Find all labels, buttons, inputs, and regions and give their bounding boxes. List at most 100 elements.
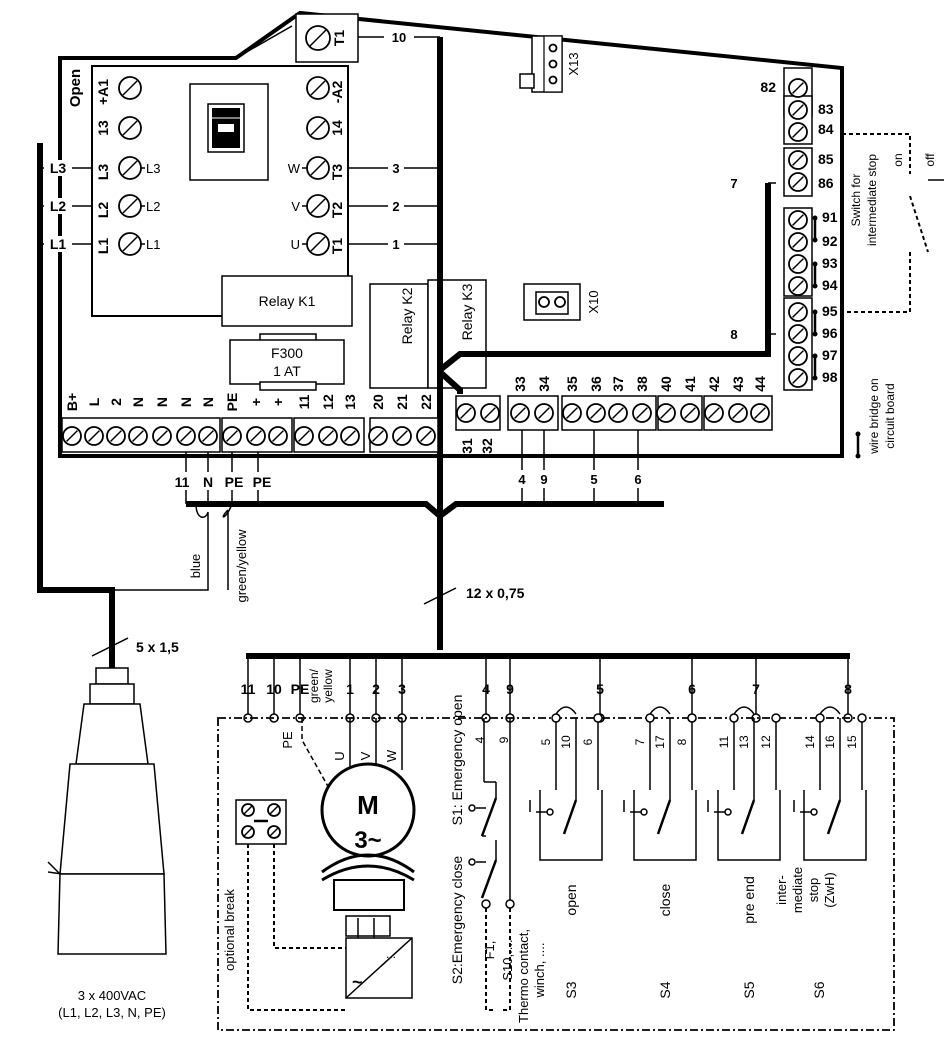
contactor-side-u: U — [291, 237, 300, 252]
limit-switch-label: pre end — [741, 876, 757, 923]
bus-number: 8 — [844, 681, 852, 697]
mid-terminal-label: 41 — [682, 376, 698, 392]
bus-number: 5 — [596, 681, 604, 697]
limit-switch-id: S4 — [657, 981, 673, 998]
limit-switch-number: 16 — [823, 735, 837, 749]
bottom-terminal-label: N — [130, 397, 146, 407]
limit-switch-number: 8 — [675, 738, 689, 745]
emergency-switches: 4 9 S1: Emergency open S2:Emergency clos… — [449, 695, 547, 1023]
contactor-l3: L3 — [95, 164, 111, 181]
under-board-wires: 11 N PE PE 4 9 5 6 — [174, 430, 652, 504]
wire-1-label: 1 — [392, 237, 399, 252]
cable-5x15: 5 x 1,5 — [136, 639, 179, 655]
bottom-terminal-label: 20 — [370, 394, 386, 410]
limit-switch-number: 11 — [717, 735, 731, 748]
wire-2-label: 2 — [392, 199, 399, 214]
limit-switch-number: 17 — [653, 735, 667, 749]
em-s2: S2:Emergency close — [449, 856, 465, 985]
wire-bridge-2: circuit board — [883, 383, 897, 448]
x13-connector: X13 — [519, 35, 581, 93]
bottom-terminal-label: 2 — [108, 398, 124, 406]
rt-97: 97 — [822, 347, 838, 363]
x10-connector: X10 — [523, 283, 601, 321]
mid-terminal-label: 38 — [634, 376, 650, 392]
em-s10: S10,.... — [500, 939, 515, 980]
limit-switch-number: 6 — [581, 738, 595, 745]
bus-number: 2 — [372, 681, 380, 697]
fuse-f300: F300 1 AT — [229, 333, 345, 391]
bus-number: 6 — [688, 681, 696, 697]
right-terminal-strip: 82 83 84 85 86 91 92 93 94 95 96 97 98 — [760, 67, 838, 391]
limit-switch-number: 10 — [559, 735, 573, 749]
bus-number: 3 — [398, 681, 406, 697]
wire-bridge-1: wire bridge on — [867, 378, 881, 454]
contactor-l2: L2 — [95, 202, 111, 219]
mid-terminal-label: 43 — [730, 376, 746, 392]
limit-switch-label: open — [563, 884, 579, 915]
switch-off: off — [923, 153, 937, 167]
contactor-14: 14 — [329, 120, 345, 136]
relay-k2-label: Relay K2 — [399, 287, 415, 344]
mid-terminal-label: 36 — [588, 376, 604, 392]
contactor-side-l2: L2 — [146, 199, 160, 214]
intermediate-stop-switch: Switch for intermediate stop on off — [842, 133, 944, 313]
limit-switch-number: 15 — [845, 735, 859, 749]
bus-number: 9 — [506, 681, 514, 697]
bus-number: PE — [291, 681, 310, 697]
bottom-terminal-label: 21 — [394, 394, 410, 410]
contactor-a2: -A2 — [329, 81, 345, 104]
plug-line1: 3 x 400VAC — [78, 988, 146, 1003]
wire-8-label: 8 — [730, 327, 737, 342]
relay-k2: Relay K2 — [369, 283, 429, 389]
sig-4: 4 — [518, 472, 526, 487]
relay-k1-label: Relay K1 — [259, 293, 316, 309]
wire-bridge-legend: wire bridge on circuit board — [855, 378, 897, 459]
bottom-terminal-label: N — [154, 397, 170, 407]
relay-k1: Relay K1 — [221, 275, 353, 327]
bus-number: 11 — [241, 681, 256, 697]
mains-l2: L2 — [50, 198, 67, 214]
rt-98: 98 — [822, 369, 838, 385]
x13-label: X13 — [566, 52, 581, 75]
switch-on: on — [891, 153, 905, 166]
ub-pe2: PE — [253, 474, 272, 490]
bus-number: 7 — [752, 681, 760, 697]
ub-pe1: PE — [225, 474, 244, 490]
optional-break-label: optional break — [222, 889, 237, 971]
contactor-side-v: V — [291, 199, 300, 214]
contactor: Open +A1 13 L3 L2 L1 -A2 14 T3 T2 T1 L3 … — [67, 65, 349, 317]
rt-96: 96 — [822, 325, 838, 341]
limit-switch-number: 5 — [539, 738, 553, 745]
sig-6: 6 — [634, 472, 641, 487]
sig-9: 9 — [540, 472, 547, 487]
blue-label: blue — [188, 554, 203, 579]
t1-label: T1 — [331, 30, 347, 47]
contactor-a1: +A1 — [95, 79, 111, 105]
bottom-terminal-label: 12 — [320, 394, 336, 410]
contactor-t1: T1 — [329, 238, 345, 255]
relay-k3: Relay K3 — [427, 279, 487, 389]
contactor-13: 13 — [95, 120, 111, 136]
bottom-terminal-label: 11 — [296, 394, 312, 409]
bottom-terminal-label: N — [178, 397, 194, 407]
bottom-terminal-label: N — [200, 397, 216, 407]
bottom-terminal-label: 22 — [418, 394, 434, 410]
bottom-terminal-label: B+ — [64, 393, 80, 411]
motor-v: V — [358, 751, 373, 760]
em-winch: winch, .... — [532, 943, 547, 999]
bus-number: 1 — [346, 681, 354, 697]
wire-3-label: 3 — [392, 161, 399, 176]
mains-l3: L3 — [50, 160, 67, 176]
rt-92: 92 — [822, 233, 838, 249]
mains-l1: L1 — [50, 236, 67, 252]
contactor-l1: L1 — [95, 238, 111, 255]
rt-94: 94 — [822, 277, 838, 293]
switch-label-1: Switch for — [849, 174, 863, 227]
mt-31: 31 — [459, 438, 475, 454]
bottom-terminal-label: PE — [224, 393, 240, 412]
cable-12x075: 12 x 0,75 — [466, 585, 525, 601]
inv-ac: ~ — [352, 972, 363, 992]
